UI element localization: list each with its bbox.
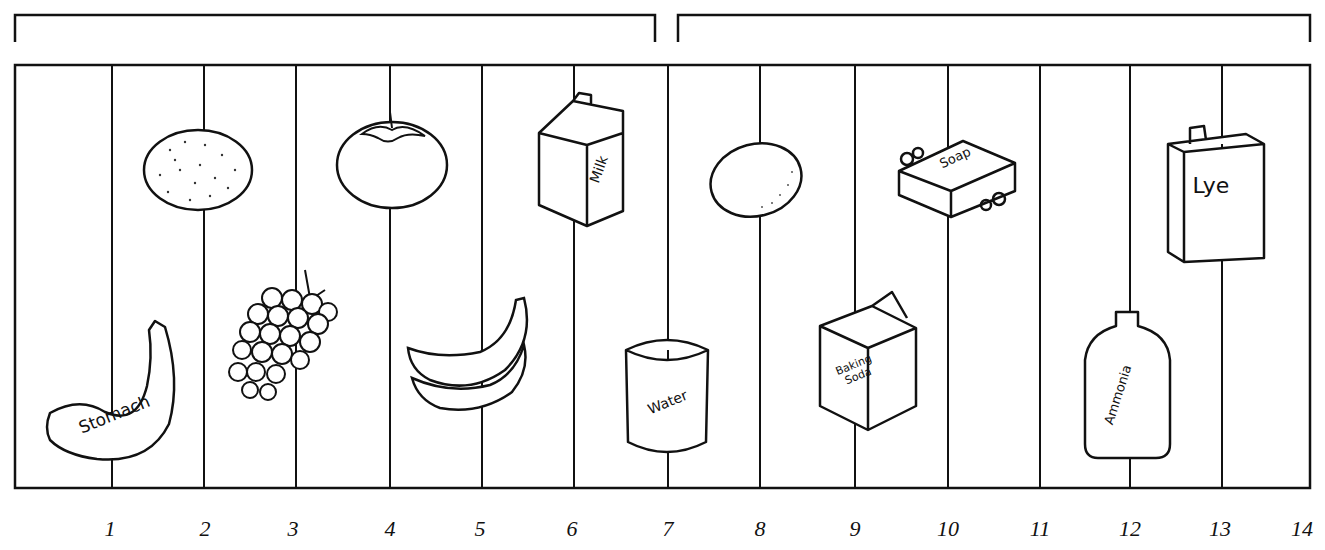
soap-bar-outline [893, 133, 1021, 219]
bananas-picture [408, 298, 527, 410]
scale-dividers [112, 65, 1222, 488]
baking-soda-box: Baking Soda [812, 288, 924, 434]
ph-number: 8 [755, 518, 766, 540]
lemon-picture [144, 130, 252, 210]
ph-number: 11 [1030, 518, 1050, 540]
stomach-shape-outline [45, 318, 180, 468]
water-glass: Water [620, 330, 715, 458]
base-bracket [678, 15, 1310, 42]
milk-carton: Milk [533, 93, 628, 230]
soap-bar: Soap [893, 133, 1021, 219]
ph-number: 4 [385, 518, 396, 540]
ph-number: 1 [105, 518, 116, 540]
ph-number: 7 [663, 518, 674, 540]
scale-frame [15, 65, 1310, 488]
product-label: Lye [1193, 174, 1230, 197]
ph-number: 9 [850, 518, 861, 540]
stomach-shape: Stomach [45, 318, 180, 468]
acid-bracket [15, 15, 655, 42]
grapes-picture [229, 270, 337, 400]
egg-picture [702, 133, 810, 226]
ammonia-bottle: Ammonia [1080, 308, 1176, 462]
ph-number: 3 [288, 518, 299, 540]
tomato-picture [337, 112, 447, 208]
ph-number: 14 [1291, 518, 1313, 540]
lye-can: Lye [1160, 122, 1270, 265]
ph-number: 2 [200, 518, 211, 540]
ph-number: 10 [937, 518, 959, 540]
ph-number: 12 [1119, 518, 1141, 540]
ph-number: 5 [475, 518, 486, 540]
ph-number: 13 [1209, 518, 1231, 540]
milk-carton-outline [533, 93, 628, 230]
ph-number: 6 [567, 518, 578, 540]
